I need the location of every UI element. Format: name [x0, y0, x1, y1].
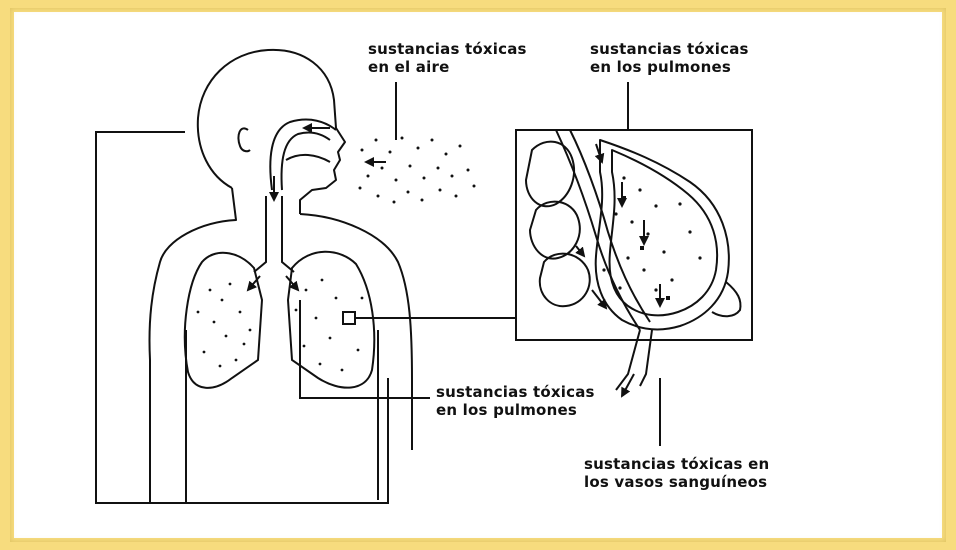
airway [254, 120, 336, 272]
label-toxic-in-air: sustancias tóxicas en el aire [368, 40, 527, 76]
label-toxic-in-lungs-bottom: sustancias tóxicas en los pulmones [436, 383, 595, 419]
label-toxic-in-lungs-top: sustancias tóxicas en los pulmones [590, 40, 749, 76]
air-particles [359, 137, 476, 204]
label-toxic-in-air-line1: sustancias tóxicas [368, 40, 527, 58]
magnify-source-box [343, 312, 355, 324]
magnify-box [516, 130, 752, 340]
right-bronchus-arrow [286, 276, 298, 290]
label-toxic-in-lungs-top-line1: sustancias tóxicas [590, 40, 749, 58]
label-toxic-in-blood-vessels: sustancias tóxicas en los vasos sanguíne… [584, 455, 769, 491]
left-lung [185, 253, 262, 388]
label-toxic-in-lungs-bottom-line1: sustancias tóxicas [436, 383, 595, 401]
nasal-passage-inner [282, 132, 330, 190]
mouth-passage [286, 155, 330, 162]
label-toxic-in-lungs-bottom-line2: en los pulmones [436, 401, 595, 419]
human-silhouette [149, 50, 412, 503]
right-shoulder [300, 214, 412, 450]
trachea-left [254, 196, 266, 272]
trachea-right [282, 196, 294, 272]
ear-outline [238, 128, 250, 151]
label-toxic-in-lungs-top-line2: en los pulmones [590, 58, 749, 76]
lung-particles [197, 279, 364, 372]
torso-outline [149, 188, 236, 503]
label-toxic-in-air-line2: en el aire [368, 58, 527, 76]
label-toxic-in-blood-vessels-line2: los vasos sanguíneos [584, 473, 769, 491]
label-toxic-in-blood-vessels-line1: sustancias tóxicas en [584, 455, 769, 473]
vessel-arrow [622, 374, 634, 396]
